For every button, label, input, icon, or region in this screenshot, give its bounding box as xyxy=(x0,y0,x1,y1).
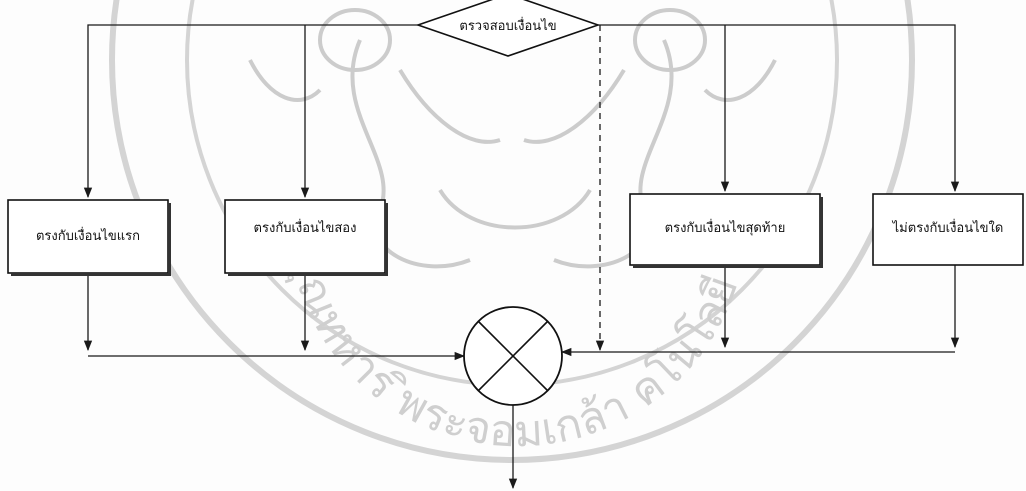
decision-diamond xyxy=(415,0,601,57)
decision-node: ตรวจสอบเงื่อนไข xyxy=(415,0,601,57)
case-box-1: ตรงกับเงื่อนไขแรก xyxy=(7,199,171,276)
case-box-4: ไม่ตรงกับเงื่อนไขใด xyxy=(872,193,1024,266)
connector-to-case-4 xyxy=(598,24,960,193)
case-label-3: ตรงกับเงื่อนไขสุดท้าย xyxy=(665,219,786,236)
case-label-1: ตรงกับเงื่อนไขแรก xyxy=(36,227,140,244)
merge-x-stroke-2 xyxy=(477,320,549,392)
decision-label: ตรวจสอบเงื่อนไข xyxy=(459,17,556,34)
merge-node xyxy=(463,306,563,406)
case-label-4: ไม่ตรงกับเงื่อนไขใด xyxy=(892,219,1004,236)
case-box-2: ตรงกับเงื่อนไขสอง xyxy=(224,199,388,276)
case-label-2: ตรงกับเงื่อนไขสอง xyxy=(254,219,357,236)
case-box-3: ตรงกับเงื่อนไขสุดท้าย xyxy=(629,193,823,268)
connector-to-case-1 xyxy=(83,24,418,199)
